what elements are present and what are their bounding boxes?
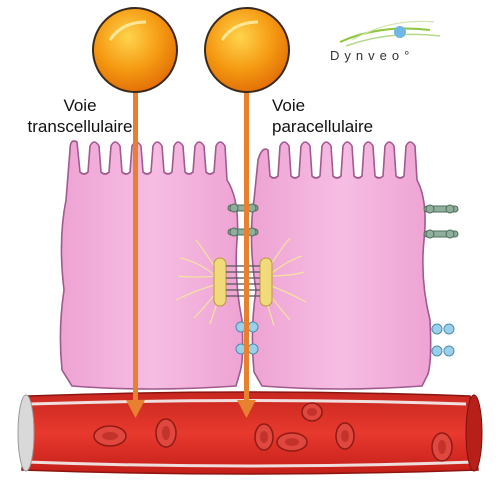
erythrocyte-icon — [93, 425, 127, 447]
vessel-opening-right — [465, 394, 483, 472]
red-blood-cells — [93, 402, 453, 462]
junction-icon — [423, 204, 459, 214]
sphere-icon — [92, 7, 178, 93]
epithelial-cell-right — [250, 141, 432, 390]
transcellular-label: Voie transcellulaire — [10, 95, 150, 137]
erythrocyte-icon — [254, 423, 274, 451]
sphere-icon — [204, 7, 290, 93]
paracellular-arrow — [237, 88, 256, 418]
channel-icon — [431, 323, 455, 335]
channel-icon — [431, 345, 455, 357]
erythrocyte-icon — [431, 432, 453, 462]
logo-text: Dynveo° — [330, 48, 415, 63]
paracellular-label-line1: Voie — [272, 96, 306, 115]
erythrocyte-icon — [155, 418, 177, 448]
channel-icon — [235, 343, 259, 355]
junction-icon — [227, 203, 259, 213]
transcellular-label-line1: Voie — [63, 96, 97, 115]
gap-junctions — [235, 321, 455, 357]
junction-icon — [423, 229, 459, 239]
dynveo-logo-mark — [339, 20, 441, 47]
vessel-opening-left — [17, 394, 35, 472]
transcellular-label-line2: transcellulaire — [27, 117, 133, 136]
erythrocyte-icon — [301, 402, 323, 422]
erythrocyte-icon — [276, 432, 308, 452]
desmosome — [175, 237, 307, 327]
tight-junctions — [227, 203, 459, 239]
paracellular-label-line2: paracellulaire — [272, 117, 374, 136]
paracellular-label: Voie paracellulaire — [272, 95, 392, 137]
epithelial-cell-left — [59, 140, 244, 390]
erythrocyte-icon — [335, 422, 355, 450]
junction-icon — [227, 227, 259, 237]
transcellular-arrow — [126, 88, 145, 418]
